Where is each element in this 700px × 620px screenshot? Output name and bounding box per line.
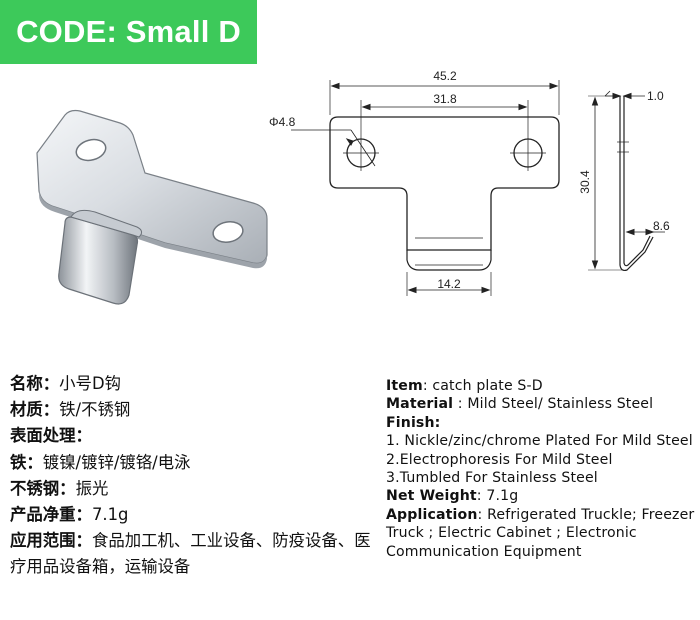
en-finish-3: 3.Tumbled For Stainless Steel: [386, 470, 598, 487]
hook-side-profile: [619, 96, 654, 272]
zh-weight-row: 产品净重：7.1g: [10, 505, 129, 525]
dim-height-label: 30.4: [578, 170, 592, 194]
product-photo: [36, 109, 268, 305]
plate-front-outline: [329, 116, 560, 251]
zh-iron-row: 铁：镀镍/镀锌/镀铬/电泳: [10, 452, 191, 472]
en-finish-row: Finish:: [386, 414, 441, 431]
dim-thickness-label: 1.0: [647, 89, 664, 103]
zh-name-row: 名称：小号D钩: [10, 374, 121, 393]
dim-hook-width-label: 14.2: [437, 277, 461, 291]
en-weight-row: Net Weight: 7.1g: [386, 488, 519, 505]
dim-width-label: 45.2: [433, 69, 457, 83]
en-finish-2: 2.Electrophoresis For Mild Steel: [386, 451, 613, 468]
en-material-row: Material : Mild Steel/ Stainless Steel: [386, 396, 654, 413]
chinese-spec-block: 名称：小号D钩 材质：铁/不锈钢 表面处理： 铁：镀镍/镀锌/镀铬/电泳 不锈钢…: [10, 371, 382, 581]
code-label: CODE: Small D: [16, 14, 241, 49]
en-finish-1: 1. Nickle/zinc/chrome Plated For Mild St…: [386, 433, 693, 450]
en-application-row: Application: Refrigerated Truckle; Freez…: [386, 506, 695, 560]
code-banner: CODE: Small D: [0, 0, 257, 64]
dim-hole-dia-label: Φ4.8: [269, 115, 296, 129]
hook-bottom: [406, 250, 492, 271]
english-spec-block: Item: catch plate S-D Material : Mild St…: [386, 377, 698, 561]
technical-drawing: 45.2 31.8 Φ4.8 14.2 1.0 30.4 8.6: [269, 69, 670, 296]
zh-material-row: 材质：铁/不锈钢: [10, 400, 131, 420]
dim-hole-spacing-label: 31.8: [433, 92, 457, 106]
zh-application-row: 应用范围：食品加工机、工业设备、防疫设备、医疗用品设备箱，运输设备: [10, 531, 371, 577]
zh-stainless-row: 不锈钢：振光: [10, 478, 109, 498]
en-item-row: Item: catch plate S-D: [386, 378, 543, 394]
zh-surface-row: 表面处理：: [10, 426, 92, 446]
dim-hook-depth-label: 8.6: [653, 219, 670, 233]
